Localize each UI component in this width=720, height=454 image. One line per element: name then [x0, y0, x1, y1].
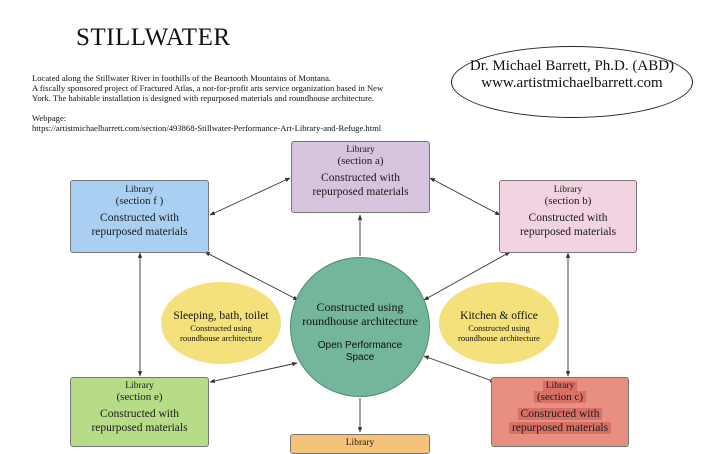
- connector-f-hub: [204, 251, 299, 301]
- project-description: Located along the Stillwater River in fo…: [32, 73, 442, 133]
- connector-a-f: [209, 177, 291, 216]
- node-title: Sleeping, bath, toilet: [173, 310, 269, 322]
- connector-b-hub: [423, 251, 511, 301]
- webpage-url[interactable]: https://artistmichaelbarrett.com/section…: [32, 122, 382, 133]
- connector-hub-c: [423, 355, 496, 383]
- sleeping-bath-toilet-node: Sleeping, bath, toilet Constructed using…: [161, 282, 281, 364]
- node-title: Kitchen & office: [460, 310, 538, 322]
- connector-hub-e: [209, 361, 298, 384]
- library-section-label: (section a): [337, 155, 384, 167]
- description-line: Located along the Stillwater River in fo…: [32, 73, 332, 83]
- library-section-d: Library: [290, 434, 430, 454]
- description-line: York. The habitable installation is desi…: [32, 93, 374, 104]
- library-section-label: (section c): [492, 391, 628, 403]
- webpage-label: Webpage:: [32, 112, 67, 123]
- author-website[interactable]: www.artistmichaelbarrett.com: [481, 75, 663, 91]
- library-label: Library: [345, 438, 375, 448]
- library-label: Library: [492, 381, 628, 391]
- description-line: A fiscally sponsored project of Fracture…: [32, 83, 384, 94]
- diagram-title: STILLWATER: [76, 24, 231, 51]
- connector-lines: [137, 177, 571, 433]
- connector-a-b: [429, 177, 501, 216]
- library-section-label: (section f ): [115, 195, 164, 207]
- library-label: Library: [346, 145, 375, 155]
- library-section-label: (section e): [116, 391, 163, 403]
- library-label: Library: [125, 185, 154, 195]
- library-label: Library: [125, 381, 154, 391]
- library-section-label: (section b): [544, 195, 592, 207]
- library-label: Library: [553, 185, 583, 195]
- author-ellipse: Dr. Michael Barrett, Ph.D. (ABD) www.art…: [451, 46, 693, 118]
- author-name: Dr. Michael Barrett, Ph.D. (ABD): [469, 58, 675, 74]
